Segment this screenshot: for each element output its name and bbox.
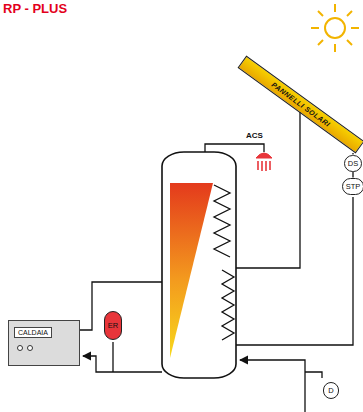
sun-icon (311, 4, 359, 52)
boiler-return-pipe (83, 356, 162, 372)
node-text: D (327, 386, 335, 395)
expansion-vessel: ER (104, 311, 122, 340)
solar-return-pipe (236, 197, 353, 345)
pipe-connector (352, 172, 353, 178)
heat-exchanger-coil (214, 185, 234, 340)
coil-winding (214, 185, 230, 257)
storage-tank (162, 152, 236, 378)
solar-flow-pipe (236, 112, 300, 268)
boiler-knob (17, 345, 23, 351)
pump-capsule: STP (342, 178, 363, 195)
hot-water-pipe (205, 144, 264, 152)
node-text: PANNELLI SOLARI (270, 80, 332, 129)
shower-icon (256, 153, 272, 171)
expansion-vessel: D (323, 382, 339, 399)
heat-gradient (170, 183, 213, 358)
pipes (80, 112, 353, 412)
vessel-stub (305, 372, 322, 378)
cold-inlet-pipe (240, 360, 305, 412)
coil-winding (222, 270, 234, 340)
node-text: DS (348, 159, 358, 168)
pipe-label: ACS (245, 131, 264, 141)
node-text: STP (346, 182, 361, 191)
node-text: CALDAIA (14, 327, 52, 338)
boiler-box: CALDAIA (8, 320, 80, 366)
diagram-title: RP - PLUS (3, 1, 67, 16)
vessel-stub (112, 342, 113, 372)
boiler-knob (27, 345, 33, 351)
node-text: ER (108, 321, 118, 330)
sensor-capsule: DS (344, 155, 362, 172)
